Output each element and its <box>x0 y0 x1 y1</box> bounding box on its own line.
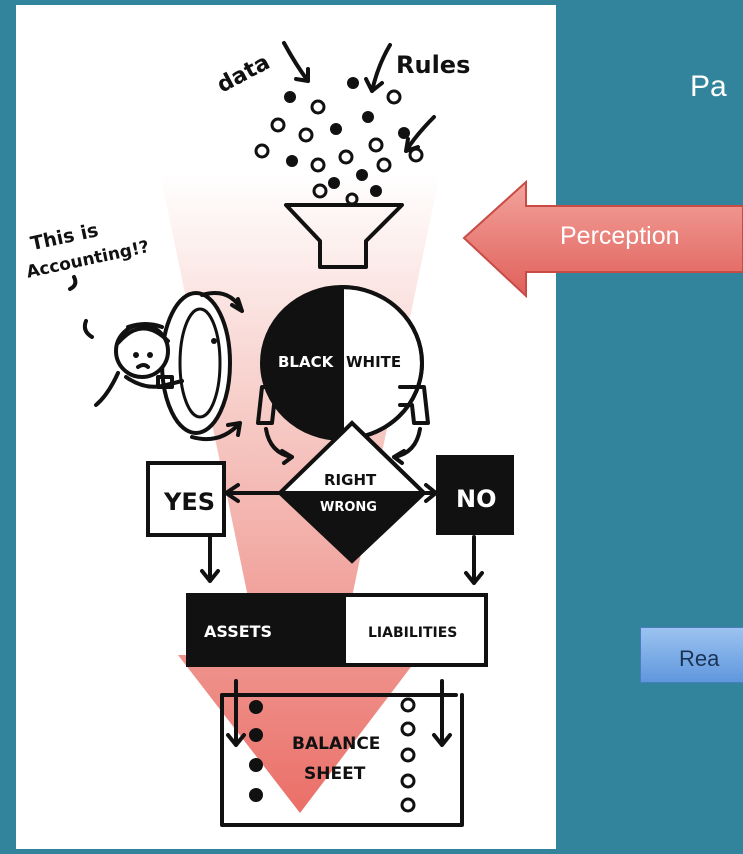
liabilities-box <box>342 593 488 667</box>
sheet-label: SHEET <box>304 764 366 784</box>
assets-box <box>188 595 344 665</box>
right-handle-icon <box>398 385 430 425</box>
yes-label: YES <box>163 488 215 516</box>
assets-label: ASSETS <box>204 622 272 641</box>
balance-sheet-box <box>220 693 464 827</box>
right-wrong-diamond: RIGHT WRONG <box>275 420 429 564</box>
rules-arrow-icon <box>364 43 392 93</box>
left-handle-icon <box>256 385 288 425</box>
liabilities-down-arrow-icon <box>432 679 452 747</box>
black-white-circle: BLACK WHITE <box>260 284 424 442</box>
no-arrow-icon <box>424 483 438 503</box>
person-at-door-icon <box>82 291 244 442</box>
data-label: data <box>213 50 274 98</box>
perception-label: Perception <box>560 222 680 250</box>
no-label: NO <box>456 485 497 513</box>
white-label: WHITE <box>346 353 401 371</box>
right-curve-arrow-icon <box>392 427 422 465</box>
funnel-icon <box>284 203 404 269</box>
yes-box <box>146 461 226 537</box>
no-box <box>436 455 514 535</box>
accounting-flowchart-sketch: data Rules <box>25 41 514 827</box>
assets-down-arrow-icon <box>226 679 246 747</box>
balance-label: BALANCE <box>292 734 380 754</box>
slide-title: Pa <box>690 70 727 103</box>
no-down-arrow-icon <box>464 535 484 585</box>
balance-sheet-dots <box>249 697 416 813</box>
liabilities-label: LIABILITIES <box>368 625 457 641</box>
black-label: BLACK <box>278 353 335 371</box>
left-curve-arrow-icon <box>264 427 294 465</box>
reality-box[interactable]: Rea <box>640 627 743 683</box>
yes-arrow-icon <box>224 483 280 503</box>
rules-label: Rules <box>396 51 470 79</box>
data-arrow-icon <box>282 41 310 83</box>
right-label: RIGHT <box>324 471 377 489</box>
yes-down-arrow-icon <box>200 535 220 583</box>
wrong-label: WRONG <box>320 500 377 515</box>
falling-dots <box>254 77 436 206</box>
perception-arrow <box>462 179 743 299</box>
speech-tail-icon <box>68 275 78 291</box>
sketch-panel: data Rules <box>16 5 556 849</box>
